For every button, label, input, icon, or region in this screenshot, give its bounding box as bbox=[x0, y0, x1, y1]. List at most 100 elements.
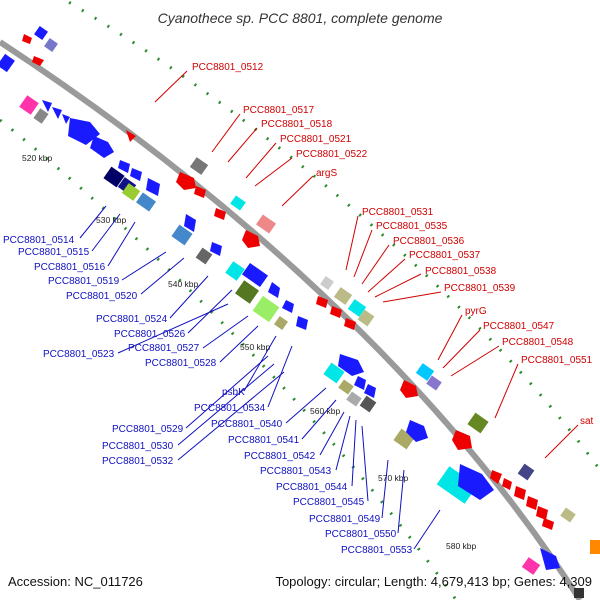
gene-feature[interactable] bbox=[62, 114, 70, 124]
gene-feature[interactable] bbox=[90, 136, 114, 158]
gene-label[interactable]: PCC8801_0539 bbox=[444, 283, 516, 294]
gene-label[interactable]: PCC8801_0531 bbox=[362, 207, 434, 218]
gene-label[interactable]: PCC8801_0528 bbox=[145, 358, 217, 369]
gene-feature[interactable] bbox=[68, 118, 100, 145]
gene-feature[interactable] bbox=[282, 300, 294, 313]
gene-label[interactable]: PCC8801_0532 bbox=[102, 456, 174, 467]
gene-feature[interactable] bbox=[323, 362, 345, 384]
gene-feature[interactable] bbox=[436, 466, 478, 504]
gene-feature[interactable] bbox=[225, 261, 245, 281]
reverse-strand-genes[interactable] bbox=[0, 53, 584, 598]
gene-feature[interactable] bbox=[171, 224, 193, 246]
gene-feature[interactable] bbox=[176, 172, 196, 190]
gene-label[interactable]: PCC8801_0523 bbox=[43, 349, 115, 360]
gene-feature[interactable] bbox=[235, 280, 259, 304]
gene-feature[interactable] bbox=[136, 192, 156, 212]
gene-feature[interactable] bbox=[490, 470, 502, 484]
gene-feature[interactable] bbox=[400, 380, 418, 398]
gene-feature[interactable] bbox=[333, 287, 353, 305]
gene-feature[interactable] bbox=[502, 478, 512, 490]
gene-feature[interactable] bbox=[458, 464, 494, 500]
gene-feature[interactable] bbox=[590, 540, 600, 554]
gene-feature[interactable] bbox=[320, 276, 334, 290]
gene-feature[interactable] bbox=[184, 214, 196, 232]
gene-label[interactable]: PCC8801_0519 bbox=[48, 276, 120, 287]
gene-feature[interactable] bbox=[540, 548, 560, 570]
gene-label[interactable]: PCC8801_0527 bbox=[128, 343, 200, 354]
gene-feature[interactable] bbox=[130, 168, 142, 181]
gene-feature[interactable] bbox=[194, 186, 206, 198]
gene-label[interactable]: PCC8801_0521 bbox=[280, 134, 352, 145]
forward-gene-labels[interactable]: PCC8801_0512 PCC8801_0517 PCC8801_0518 P… bbox=[192, 62, 594, 427]
gene-label[interactable]: PCC8801_0542 bbox=[244, 451, 316, 462]
gene-label[interactable]: PCC8801_0526 bbox=[114, 329, 186, 340]
gene-label[interactable]: PCC8801_0544 bbox=[276, 482, 348, 493]
gene-feature[interactable] bbox=[521, 557, 541, 575]
gene-feature[interactable] bbox=[542, 518, 554, 530]
gene-feature[interactable] bbox=[330, 306, 342, 318]
gene-feature[interactable] bbox=[33, 108, 49, 124]
gene-label[interactable]: PCC8801_0530 bbox=[102, 441, 174, 452]
gene-feature[interactable] bbox=[19, 95, 39, 115]
gene-feature[interactable] bbox=[347, 299, 367, 317]
gene-label[interactable]: sat bbox=[580, 416, 594, 427]
gene-feature[interactable] bbox=[0, 53, 15, 73]
forward-strand-genes[interactable] bbox=[22, 26, 600, 554]
gene-feature[interactable] bbox=[452, 430, 472, 450]
gene-feature[interactable] bbox=[296, 316, 308, 330]
gene-feature[interactable] bbox=[426, 375, 442, 391]
gene-label[interactable]: PCC8801_0522 bbox=[296, 149, 368, 160]
gene-feature[interactable] bbox=[338, 354, 364, 376]
gene-feature[interactable] bbox=[42, 100, 52, 112]
gene-label[interactable]: PCC8801_0548 bbox=[502, 337, 574, 348]
gene-feature[interactable] bbox=[536, 506, 548, 520]
gene-feature[interactable] bbox=[210, 242, 222, 256]
gene-feature[interactable] bbox=[526, 496, 538, 510]
gene-feature[interactable] bbox=[34, 26, 48, 40]
gene-label[interactable]: PCC8801_0514 bbox=[3, 235, 75, 246]
gene-label[interactable]: PCC8801_0535 bbox=[376, 221, 448, 232]
gene-label[interactable]: PCC8801_0543 bbox=[260, 466, 332, 477]
gene-label[interactable]: PCC8801_0515 bbox=[18, 247, 90, 258]
gene-feature[interactable] bbox=[32, 56, 44, 66]
gene-label[interactable]: PCC8801_0516 bbox=[34, 262, 106, 273]
gene-label[interactable]: PCC8801_0512 bbox=[192, 62, 264, 73]
gene-label[interactable]: PCC8801_0518 bbox=[261, 119, 333, 130]
gene-label[interactable]: PCC8801_0534 bbox=[194, 403, 266, 414]
gene-label[interactable]: PCC8801_0537 bbox=[409, 250, 481, 261]
gene-feature[interactable] bbox=[44, 38, 58, 52]
gene-feature[interactable] bbox=[274, 316, 288, 330]
gene-label[interactable]: PCC8801_0553 bbox=[341, 545, 413, 556]
gene-feature[interactable] bbox=[214, 208, 226, 220]
gene-feature[interactable] bbox=[517, 463, 535, 481]
gene-feature[interactable] bbox=[364, 384, 376, 398]
gene-label[interactable]: PCC8801_0547 bbox=[483, 321, 555, 332]
gene-feature[interactable] bbox=[359, 395, 377, 413]
gene-feature[interactable] bbox=[393, 428, 415, 450]
gene-label[interactable]: PCC8801_0551 bbox=[521, 355, 593, 366]
gene-label[interactable]: PCC8801_0538 bbox=[425, 266, 497, 277]
gene-label[interactable]: PCC8801_0540 bbox=[211, 419, 283, 430]
gene-label[interactable]: PCC8801_0520 bbox=[66, 291, 138, 302]
gene-feature[interactable] bbox=[230, 195, 246, 211]
gene-feature[interactable] bbox=[195, 247, 213, 265]
gene-feature[interactable] bbox=[103, 166, 125, 188]
gene-label[interactable]: pyrG bbox=[465, 306, 487, 317]
gene-label[interactable]: PCC8801_0536 bbox=[393, 236, 465, 247]
gene-feature[interactable] bbox=[357, 309, 375, 327]
gene-label[interactable]: PCC8801_0549 bbox=[309, 514, 381, 525]
gene-label[interactable]: PCC8801_0517 bbox=[243, 105, 315, 116]
reverse-gene-labels[interactable]: PCC8801_0514 PCC8801_0515 PCC8801_0516 P… bbox=[3, 235, 413, 556]
gene-feature[interactable] bbox=[241, 262, 269, 288]
gene-feature[interactable] bbox=[146, 178, 160, 196]
gene-label[interactable]: PCC8801_0545 bbox=[293, 497, 365, 508]
gene-label[interactable]: PCC8801_0541 bbox=[228, 435, 300, 446]
gene-label[interactable]: PCC8801_0524 bbox=[96, 314, 168, 325]
gene-feature[interactable] bbox=[354, 376, 366, 390]
gene-feature[interactable] bbox=[406, 420, 428, 442]
gene-label[interactable]: argS bbox=[316, 168, 337, 179]
gene-feature[interactable] bbox=[346, 391, 362, 407]
gene-feature[interactable] bbox=[268, 282, 280, 298]
gene-feature[interactable] bbox=[121, 183, 141, 201]
gene-feature[interactable] bbox=[126, 130, 136, 142]
